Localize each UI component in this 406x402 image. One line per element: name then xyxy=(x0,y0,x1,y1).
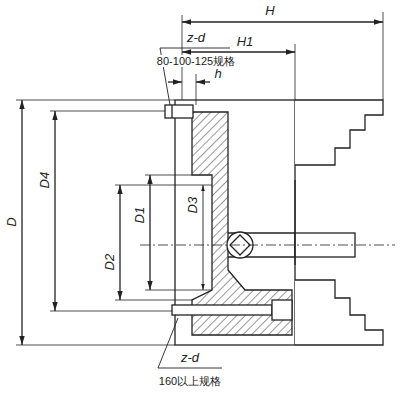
size-note: 160以上规格 xyxy=(158,375,222,387)
dimension-label: D3 xyxy=(186,196,200,215)
bolt-spec-label: z-d xyxy=(180,351,200,365)
bolt-spec-label: z-d xyxy=(186,31,206,45)
dimension-label: D4 xyxy=(38,171,52,190)
dimension-label: D xyxy=(5,216,19,227)
dimension-label: D2 xyxy=(103,253,117,272)
dimension-label: H1 xyxy=(236,35,255,49)
dimension-label: D1 xyxy=(133,206,147,225)
dimension-label: H xyxy=(264,4,275,18)
dimension-label: h xyxy=(213,67,222,81)
size-note: 80-100-125规格 xyxy=(156,55,236,67)
